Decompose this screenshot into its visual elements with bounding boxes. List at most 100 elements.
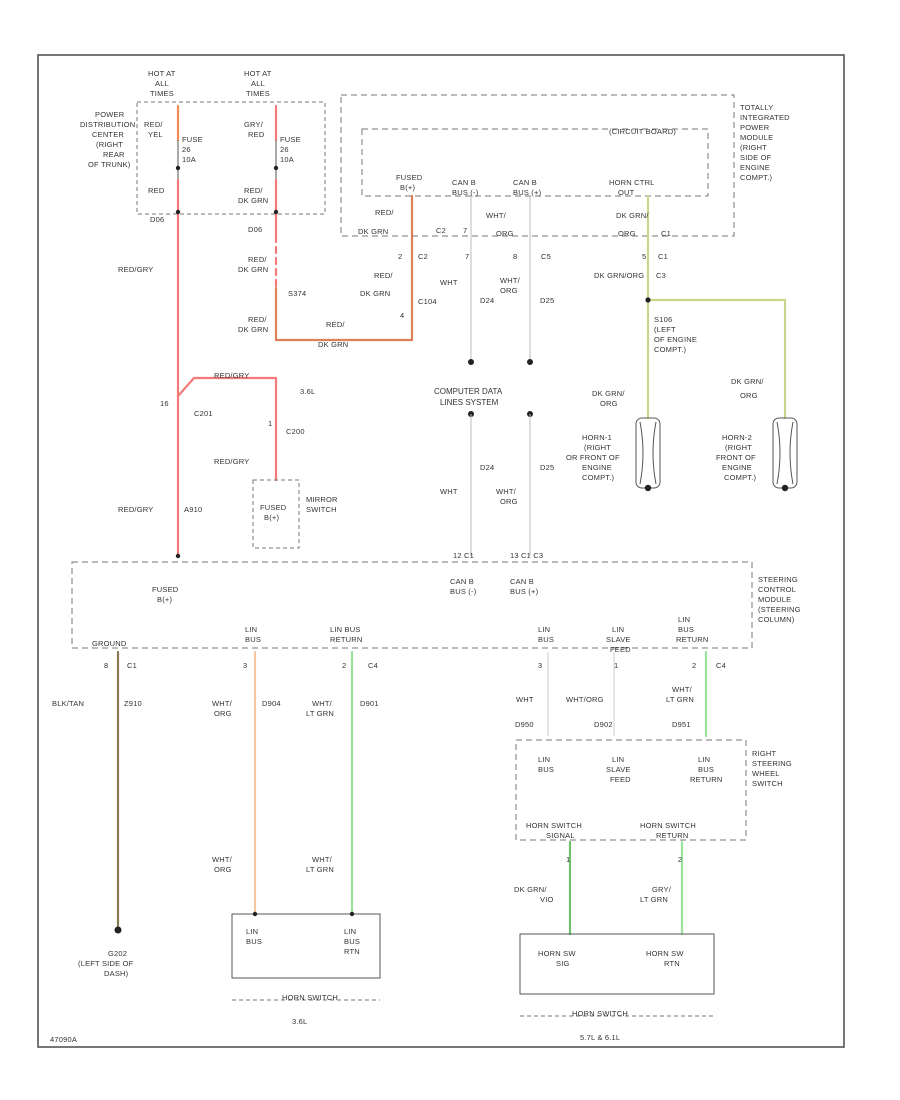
tipm-horn-ctrl-out: HORN CTRL OUT bbox=[609, 178, 655, 197]
svg-text:(STEERING: (STEERING bbox=[758, 605, 801, 614]
svg-text:LT GRN: LT GRN bbox=[306, 865, 334, 874]
svg-text:10A: 10A bbox=[182, 155, 196, 164]
c201-label: C201 bbox=[194, 409, 213, 418]
svg-text:GROUND: GROUND bbox=[92, 639, 127, 648]
svg-text:RED/: RED/ bbox=[248, 255, 267, 264]
svg-text:LINES SYSTEM: LINES SYSTEM bbox=[440, 398, 499, 407]
pin-7-c5: 7 bbox=[465, 252, 469, 261]
tipm-can-b-bus-plus: CAN B BUS (+) bbox=[513, 178, 542, 197]
svg-text:POWER: POWER bbox=[740, 123, 770, 132]
svg-text:CAN B: CAN B bbox=[513, 178, 537, 187]
svg-text:GRY/: GRY/ bbox=[244, 120, 264, 129]
svg-text:HORN CTRL: HORN CTRL bbox=[609, 178, 655, 187]
svg-text:(RIGHT: (RIGHT bbox=[96, 140, 123, 149]
horn-switch-5-7l-horn-sw-sig: HORN SW SIG bbox=[538, 949, 576, 968]
power-distribution-center-label: POWER DISTRIBUTION CENTER (RIGHT REAR OF… bbox=[80, 110, 135, 169]
cdls-dot-plus-top bbox=[527, 359, 533, 365]
svg-text:COLUMN): COLUMN) bbox=[758, 615, 795, 624]
svg-text:D901: D901 bbox=[360, 699, 379, 708]
svg-text:POWER: POWER bbox=[95, 110, 125, 119]
svg-text:WHT: WHT bbox=[440, 487, 458, 496]
hot-at-all-times-label-1: HOT AT ALL TIMES bbox=[148, 69, 176, 98]
svg-text:C104: C104 bbox=[418, 297, 437, 306]
horn-2-label: HORN-2 (RIGHT FRONT OF ENGINE COMPT.) bbox=[716, 433, 757, 482]
splice-s106-dot bbox=[645, 297, 651, 303]
svg-text:REAR: REAR bbox=[103, 150, 125, 159]
svg-text:LT GRN: LT GRN bbox=[640, 895, 668, 904]
svg-text:HORN SW: HORN SW bbox=[646, 949, 684, 958]
svg-text:C4: C4 bbox=[716, 661, 726, 670]
svg-text:HOT AT: HOT AT bbox=[244, 69, 272, 78]
svg-text:ORG: ORG bbox=[740, 391, 758, 400]
svg-text:RETURN: RETURN bbox=[690, 775, 722, 784]
svg-text:B(+): B(+) bbox=[264, 513, 279, 522]
svg-text:D06: D06 bbox=[150, 215, 164, 224]
svg-text:WHT/: WHT/ bbox=[496, 487, 517, 496]
svg-text:ORG: ORG bbox=[214, 865, 232, 874]
svg-text:RIGHT: RIGHT bbox=[752, 749, 777, 758]
svg-text:DK GRN: DK GRN bbox=[238, 265, 268, 274]
svg-text:RED/: RED/ bbox=[375, 208, 394, 217]
svg-text:TOTALLY: TOTALLY bbox=[740, 103, 774, 112]
horn-switch-3-6l-tag: 3.6L bbox=[292, 1017, 307, 1026]
wire-label-red-gry-mirror: RED/GRY bbox=[214, 457, 249, 466]
svg-text:DASH): DASH) bbox=[104, 969, 129, 978]
svg-text:YEL: YEL bbox=[148, 130, 163, 139]
svg-text:CAN B: CAN B bbox=[510, 577, 534, 586]
svg-text:FRONT OF: FRONT OF bbox=[716, 453, 756, 462]
svg-text:OUT: OUT bbox=[618, 188, 635, 197]
right-steering-wheel-switch-label: RIGHT STEERING WHEEL SWITCH bbox=[752, 749, 792, 788]
svg-text:DK GRN: DK GRN bbox=[238, 325, 268, 334]
svg-text:RED/: RED/ bbox=[374, 271, 393, 280]
svg-text:WHT/: WHT/ bbox=[212, 855, 233, 864]
svg-text:RED/: RED/ bbox=[248, 315, 267, 324]
steering-control-module-box bbox=[71, 561, 753, 649]
svg-text:ENGINE: ENGINE bbox=[582, 463, 612, 472]
mirror-switch-label: MIRROR SWITCH bbox=[306, 495, 338, 514]
horn-switch-3-6l-lin-bus: LIN BUS bbox=[246, 927, 262, 946]
svg-text:C3: C3 bbox=[656, 271, 666, 280]
wire-label-wht-org-d25-upper: WHT/ ORG D25 bbox=[500, 276, 554, 305]
tipm-outer-box bbox=[340, 94, 735, 237]
svg-text:RED/: RED/ bbox=[244, 186, 263, 195]
wire-label-horn-c3: DK GRN/ORG C3 bbox=[594, 271, 666, 280]
svg-text:SWITCH: SWITCH bbox=[752, 779, 783, 788]
svg-text:WHT/: WHT/ bbox=[672, 685, 693, 694]
svg-text:DK GRN/ORG: DK GRN/ORG bbox=[594, 271, 644, 280]
svg-text:D24: D24 bbox=[480, 296, 494, 305]
horn-2-symbol bbox=[772, 417, 798, 492]
svg-text:C1: C1 bbox=[127, 661, 137, 670]
svg-text:10A: 10A bbox=[280, 155, 294, 164]
svg-text:WHT: WHT bbox=[440, 278, 458, 287]
tipm-pin-7: 7 bbox=[463, 226, 467, 235]
svg-text:MIRROR: MIRROR bbox=[306, 495, 338, 504]
svg-text:TIMES: TIMES bbox=[150, 89, 174, 98]
svg-text:SIG: SIG bbox=[556, 959, 570, 968]
scm-can-b-bus-plus: CAN B BUS (+) bbox=[510, 577, 538, 596]
svg-text:HORN SW: HORN SW bbox=[538, 949, 576, 958]
svg-text:2: 2 bbox=[678, 855, 682, 864]
svg-text:WHT/: WHT/ bbox=[500, 276, 521, 285]
svg-text:COMPT.): COMPT.) bbox=[724, 473, 757, 482]
wire-horn-2-branch bbox=[646, 298, 787, 420]
fuse-terminal-right-dot bbox=[273, 165, 279, 171]
horn-switch-5-7l-title: HORN SWITCH bbox=[572, 1009, 628, 1018]
tipm-wht-org-label: WHT/ ORG bbox=[486, 211, 513, 238]
diagram-frame bbox=[37, 54, 845, 1048]
ground-g202-dot bbox=[114, 926, 122, 934]
svg-text:RED/GRY: RED/GRY bbox=[118, 505, 153, 514]
scm-pin-12-c1: 12 C1 bbox=[453, 551, 474, 560]
right-steering-wheel-switch-box bbox=[515, 739, 747, 841]
horn-switch-5-7l-box bbox=[519, 933, 715, 995]
lower-left-wire-labels: WHT/ ORG WHT/ LT GRN bbox=[212, 855, 334, 874]
wire-red-dk-grn-to-tipm bbox=[274, 194, 414, 342]
horn-switch-5-7l-horn-sw-rtn: HORN SW RTN bbox=[646, 949, 684, 968]
ground-g202-label: G202 (LEFT SIDE OF DASH) bbox=[78, 949, 133, 978]
horn-1-label: HORN-1 (RIGHT OR FRONT OF ENGINE COMPT.) bbox=[566, 433, 620, 482]
svg-text:LIN: LIN bbox=[612, 625, 624, 634]
svg-text:BUS (+): BUS (+) bbox=[513, 188, 542, 197]
tipm-red-dk-grn-label: RED/ DK GRN bbox=[358, 208, 394, 236]
svg-text:LIN: LIN bbox=[246, 927, 258, 936]
svg-text:3: 3 bbox=[243, 661, 247, 670]
